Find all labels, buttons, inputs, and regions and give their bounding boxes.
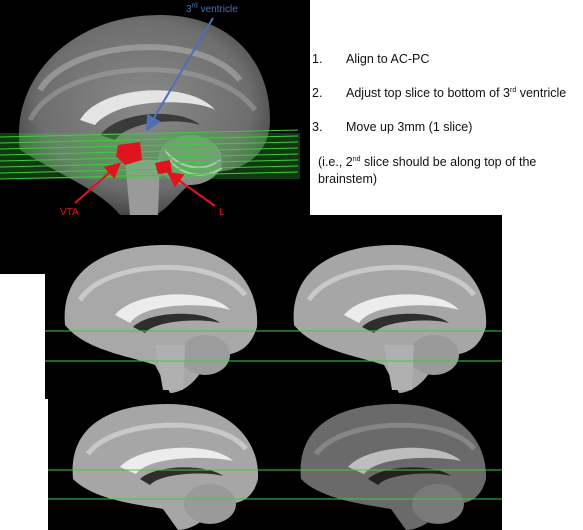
example-slice-1 (45, 215, 274, 399)
step-1-number: 1. (312, 52, 323, 66)
step-2-number: 2. (312, 86, 323, 100)
example-slice-4 (276, 399, 502, 530)
example-slice-3-image (48, 404, 276, 530)
brainstem-note: (i.e., 2nd slice should be along top of … (318, 155, 537, 186)
l-label: L (219, 207, 225, 218)
example-slice-3 (48, 399, 276, 530)
step-3-text: Move up 3mm (1 slice) (346, 120, 473, 134)
example-slice-2-image (274, 245, 502, 393)
example-slice-1-image (45, 245, 274, 393)
third-ventricle-label: 3rd ventricle (186, 2, 238, 15)
step-3: 3. Move up 3mm (1 slice) (312, 120, 582, 154)
example-slice-2 (274, 215, 502, 399)
example-slice-4-image (276, 404, 502, 530)
step-2: 2. Adjust top slice to bottom of 3rd ven… (312, 86, 582, 120)
l-region (155, 160, 172, 174)
vta-region (116, 142, 142, 165)
step-1-text: Align to AC-PC (346, 52, 430, 66)
step-3-number: 3. (312, 120, 323, 134)
vta-label: VTA (60, 207, 79, 218)
step-1: 1. Align to AC-PC (312, 52, 582, 86)
instruction-list: 1. Align to AC-PC 2. Adjust top slice to… (312, 52, 582, 154)
step-2-text: Adjust top slice to bottom of 3rd ventri… (346, 86, 567, 100)
